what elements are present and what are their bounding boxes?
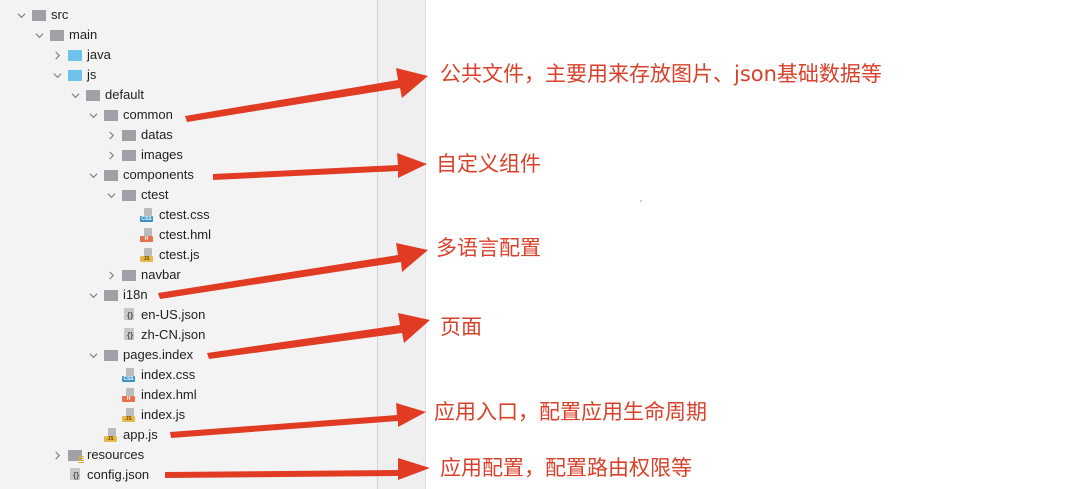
tree-item-label: java	[87, 47, 111, 62]
chevron-down-icon[interactable]	[50, 65, 64, 85]
annotation-common: 公共文件，主要用来存放图片、json基础数据等	[440, 62, 882, 86]
tree-item-label: main	[69, 27, 98, 42]
html-file-icon: H	[140, 228, 154, 242]
chevron-right-icon[interactable]	[50, 45, 64, 65]
tree-item-label: src	[51, 7, 69, 22]
tree-item[interactable]: js	[50, 65, 96, 85]
tree-item[interactable]: {} zh-CN.json	[104, 325, 205, 345]
tree-item-label: navbar	[141, 267, 181, 282]
folder-icon	[68, 69, 82, 81]
tree-item-label: images	[141, 147, 183, 162]
css-file-icon: CSS	[122, 368, 136, 382]
tree-item[interactable]: JS app.js	[86, 425, 158, 445]
tree-item[interactable]: default	[68, 85, 144, 105]
tree-item[interactable]: JS index.js	[104, 405, 185, 425]
folder-icon	[122, 189, 136, 201]
tree-item[interactable]: src	[14, 5, 68, 25]
tree-item-label: ctest	[141, 187, 169, 202]
folder-icon	[104, 349, 118, 361]
chevron-down-icon[interactable]	[104, 185, 118, 205]
tree-item[interactable]: CSS index.css	[104, 365, 195, 385]
chevron-right-icon[interactable]	[104, 145, 118, 165]
tree-item-label: ctest.hml	[159, 227, 212, 242]
folder-icon	[50, 29, 64, 41]
chevron-down-icon[interactable]	[32, 25, 46, 45]
chevron-down-icon[interactable]	[68, 85, 82, 105]
folder-icon	[86, 89, 100, 101]
chevron-down-icon[interactable]	[86, 285, 100, 305]
tree-item[interactable]: pages.index	[86, 345, 193, 365]
chevron-down-icon[interactable]	[86, 165, 100, 185]
tree-item[interactable]: java	[50, 45, 111, 65]
tree-item-label: default	[105, 87, 145, 102]
tree-item-label: ctest.css	[159, 207, 210, 222]
annotation-config: 应用配置，配置路由权限等	[440, 456, 692, 480]
tree-item[interactable]: main	[32, 25, 97, 45]
js-file-icon: JS	[104, 428, 118, 442]
folder-icon	[104, 109, 118, 121]
tree-item[interactable]: datas	[104, 125, 173, 145]
tree-item[interactable]: images	[104, 145, 183, 165]
tree-item[interactable]: CSS ctest.css	[122, 205, 210, 225]
tree-item-label: components	[123, 167, 194, 182]
chevron-right-icon[interactable]	[104, 265, 118, 285]
resources-folder-icon	[68, 449, 84, 463]
tree-item[interactable]: JS ctest.js	[122, 245, 199, 265]
folder-icon	[68, 49, 82, 61]
js-file-icon: JS	[140, 248, 154, 262]
tree-item[interactable]: resources	[50, 445, 144, 465]
tree-item-label: pages.index	[123, 347, 194, 362]
tree-item[interactable]: {} config.json	[50, 465, 149, 485]
tree-item-label: app.js	[123, 427, 158, 442]
annotation-app-entry: 应用入口，配置应用生命周期	[434, 400, 707, 424]
folder-icon	[104, 169, 118, 181]
tree-item-label: datas	[141, 127, 173, 142]
chevron-right-icon[interactable]	[104, 125, 118, 145]
folder-icon	[122, 269, 136, 281]
folder-icon	[32, 9, 46, 21]
tree-item-label: config.json	[87, 467, 150, 482]
chevron-down-icon[interactable]	[14, 5, 28, 25]
tree-item[interactable]: common	[86, 105, 173, 125]
annotation-components: 自定义组件	[436, 152, 541, 176]
tree-item-label: index.js	[141, 407, 186, 422]
stray-dot	[640, 200, 642, 202]
tree-item-label: en-US.json	[141, 307, 206, 322]
tree-item-label: js	[87, 67, 97, 82]
tree-item-label: ctest.js	[159, 247, 200, 262]
editor-gutter	[378, 0, 426, 489]
annotation-pages: 页面	[440, 315, 482, 339]
chevron-down-icon[interactable]	[86, 345, 100, 365]
tree-item-label: index.hml	[141, 387, 197, 402]
tree-item-label: resources	[87, 447, 145, 462]
json-file-icon: {}	[122, 328, 136, 342]
json-file-icon: {}	[68, 468, 82, 482]
chevron-right-icon[interactable]	[50, 445, 64, 465]
tree-item[interactable]: components	[86, 165, 194, 185]
folder-icon	[104, 289, 118, 301]
tree-item-label: index.css	[141, 367, 196, 382]
tree-item-label: common	[123, 107, 173, 122]
tree-item[interactable]: i18n	[86, 285, 148, 305]
html-file-icon: H	[122, 388, 136, 402]
tree-item-label: zh-CN.json	[141, 327, 206, 342]
chevron-down-icon[interactable]	[86, 105, 100, 125]
json-file-icon: {}	[122, 308, 136, 322]
css-file-icon: CSS	[140, 208, 154, 222]
tree-item[interactable]: ctest	[104, 185, 168, 205]
tree-item-label: i18n	[123, 287, 148, 302]
folder-icon	[122, 129, 136, 141]
tree-item[interactable]: {} en-US.json	[104, 305, 205, 325]
folder-icon	[122, 149, 136, 161]
annotation-i18n: 多语言配置	[436, 236, 541, 260]
tree-item[interactable]: navbar	[104, 265, 181, 285]
js-file-icon: JS	[122, 408, 136, 422]
